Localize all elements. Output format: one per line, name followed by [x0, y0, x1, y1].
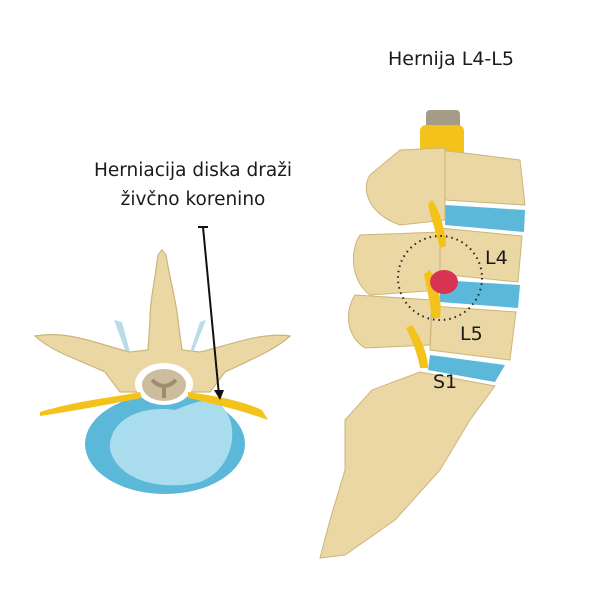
nerve-root-l5: [406, 325, 428, 368]
nerve-root-l4: [424, 270, 441, 318]
vertebral-arch: [33, 249, 292, 393]
callout-line-2: živčno korenino: [120, 189, 266, 210]
posterior-elements-l3: [365, 147, 446, 226]
label-l5: L5: [460, 323, 483, 345]
disc-l3-l4: [445, 205, 525, 232]
disc-nucleus-herniated: [109, 400, 233, 486]
callout-line-1: Herniacija diska draži: [93, 160, 293, 181]
left-facet: [114, 320, 130, 352]
sagittal-spine-view: [319, 110, 526, 559]
disc-l5-s1: [428, 355, 505, 382]
callout-text: Herniacija diska draži živčno korenino: [82, 156, 304, 214]
vertebra-l3-body: [439, 149, 526, 206]
label-l4: L4: [485, 247, 508, 269]
callout-arrow: [198, 226, 224, 400]
left-nerve-root: [40, 392, 142, 416]
gray-matter: [150, 378, 178, 398]
axial-vertebra-view: [33, 249, 292, 494]
posterior-elements-l4: [352, 231, 441, 296]
right-facet: [190, 320, 206, 352]
highlight-circle: [397, 235, 483, 321]
label-s1: S1: [433, 371, 458, 393]
disc-l4-l5: [440, 280, 520, 308]
herniation-bulge: [430, 270, 458, 294]
diagram-title: Hernija L4-L5: [388, 48, 514, 70]
right-nerve-root: [188, 392, 268, 420]
sacrum: [319, 371, 496, 559]
